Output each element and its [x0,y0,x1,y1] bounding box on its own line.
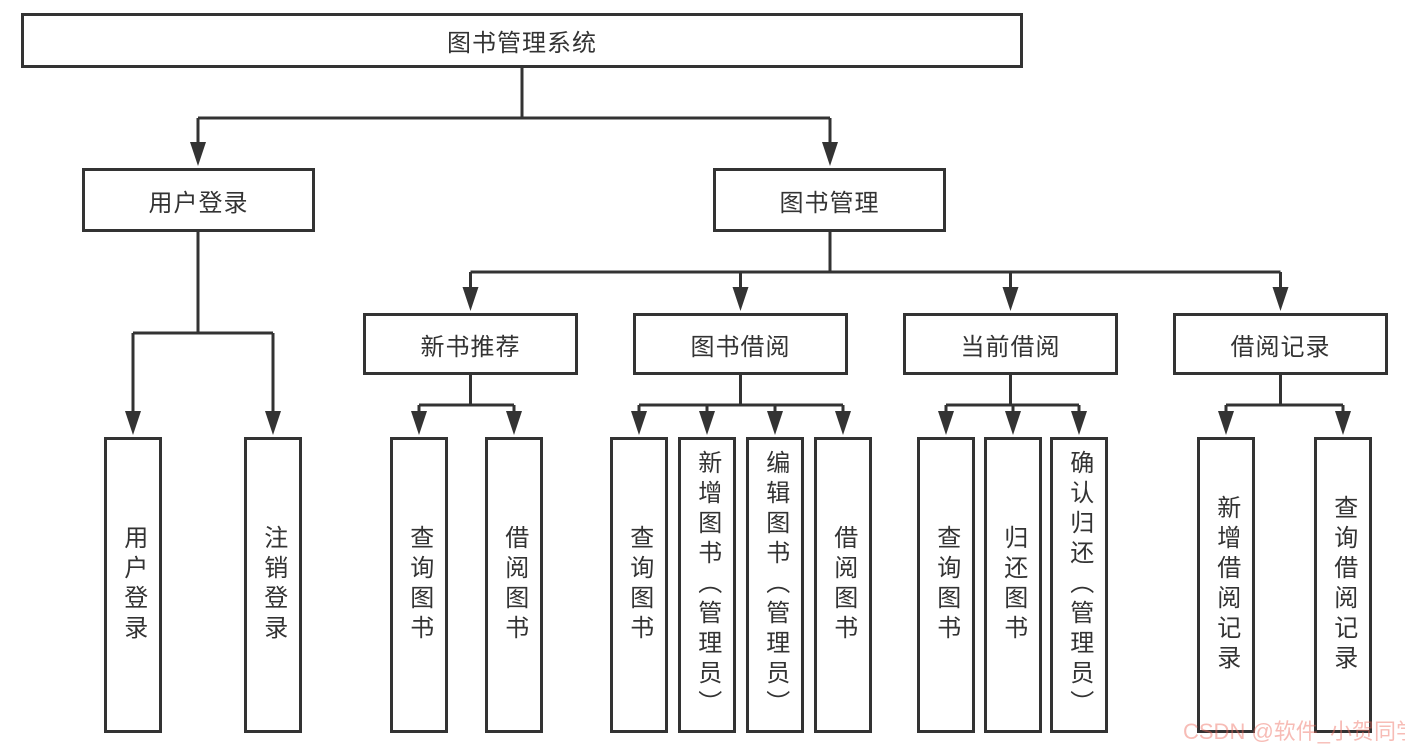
node-label: 图书管理 [779,189,880,217]
node-book-borrow: 图书借阅 [633,313,848,375]
node-label: 当前借阅 [960,333,1061,361]
node-book-management: 图书管理 [713,168,946,232]
node-label: 确认归还（管理员） [1065,450,1093,720]
node-label: 查询图书 [625,525,653,645]
leaf-borrow-books: 借阅图书 [814,437,872,733]
leaf-query-books-current: 查询图书 [917,437,975,733]
node-label: 借阅图书 [829,525,857,645]
leaf-user-login: 用户登录 [104,437,162,733]
csdn-watermark: CSDN @软件_小贺同学 [1183,719,1405,744]
node-label: 图书借阅 [690,333,791,361]
leaf-query-books-recommend: 查询图书 [390,437,448,733]
arrowheads [125,142,1351,435]
node-label: 注销登录 [259,525,287,645]
node-label: 编辑图书（管理员） [761,450,789,720]
leaf-edit-books-admin: 编辑图书（管理员） [746,437,804,733]
node-label: 借阅图书 [500,525,528,645]
leaf-confirm-return-admin: 确认归还（管理员） [1050,437,1108,733]
leaf-return-books: 归还图书 [984,437,1042,733]
node-label: 查询图书 [405,525,433,645]
node-current-borrow: 当前借阅 [903,313,1118,375]
leaf-add-borrow-record: 新增借阅记录 [1197,437,1255,733]
leaf-query-borrow-record: 查询借阅记录 [1314,437,1372,733]
node-label: 归还图书 [999,525,1027,645]
node-label: 新增图书（管理员） [693,450,721,720]
leaf-add-books-admin: 新增图书（管理员） [678,437,736,733]
node-new-book-recommend: 新书推荐 [363,313,578,375]
node-label: 新书推荐 [420,333,521,361]
node-label: 查询图书 [932,525,960,645]
node-label: 查询借阅记录 [1329,495,1357,675]
leaf-borrow-books-recommend: 借阅图书 [485,437,543,733]
node-root-system: 图书管理系统 [21,13,1023,68]
node-label: 用户登录 [119,525,147,645]
node-label: 图书管理系统 [447,30,597,57]
node-label: 新增借阅记录 [1212,495,1240,675]
node-borrow-records: 借阅记录 [1173,313,1388,375]
node-label: 用户登录 [148,189,249,217]
leaf-logout: 注销登录 [244,437,302,733]
node-label: 借阅记录 [1230,333,1331,361]
leaf-query-books-borrow: 查询图书 [610,437,668,733]
node-user-login: 用户登录 [82,168,315,232]
